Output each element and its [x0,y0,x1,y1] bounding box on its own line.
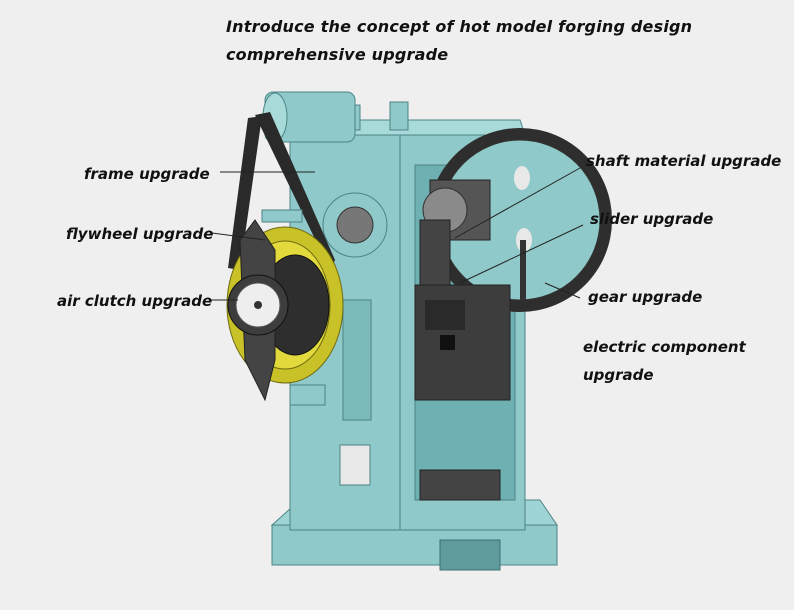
label-gear-upgrade: gear upgrade [588,288,703,306]
leader-slider [459,224,584,284]
belt [255,112,335,270]
label-flywheel-upgrade: flywheel upgrade [66,225,214,243]
label-electric-component-line-1: electric component [583,338,746,356]
machine-base [271,524,558,566]
label-frame-upgrade: frame upgrade [84,165,210,183]
leader-flywheel [211,232,266,241]
label-electric-component-line-2: upgrade [583,366,654,384]
title-line-2: comprehensive upgrade [226,45,449,64]
title-line-1: Introduce the concept of hot model forgi… [226,17,693,36]
label-shaft-material-upgrade: shaft material upgrade [586,152,782,170]
label-air-clutch-upgrade: air clutch upgrade [57,292,213,310]
leader-shaft [454,167,581,239]
leader-gear [544,282,581,299]
label-slider-upgrade: slider upgrade [590,210,714,228]
